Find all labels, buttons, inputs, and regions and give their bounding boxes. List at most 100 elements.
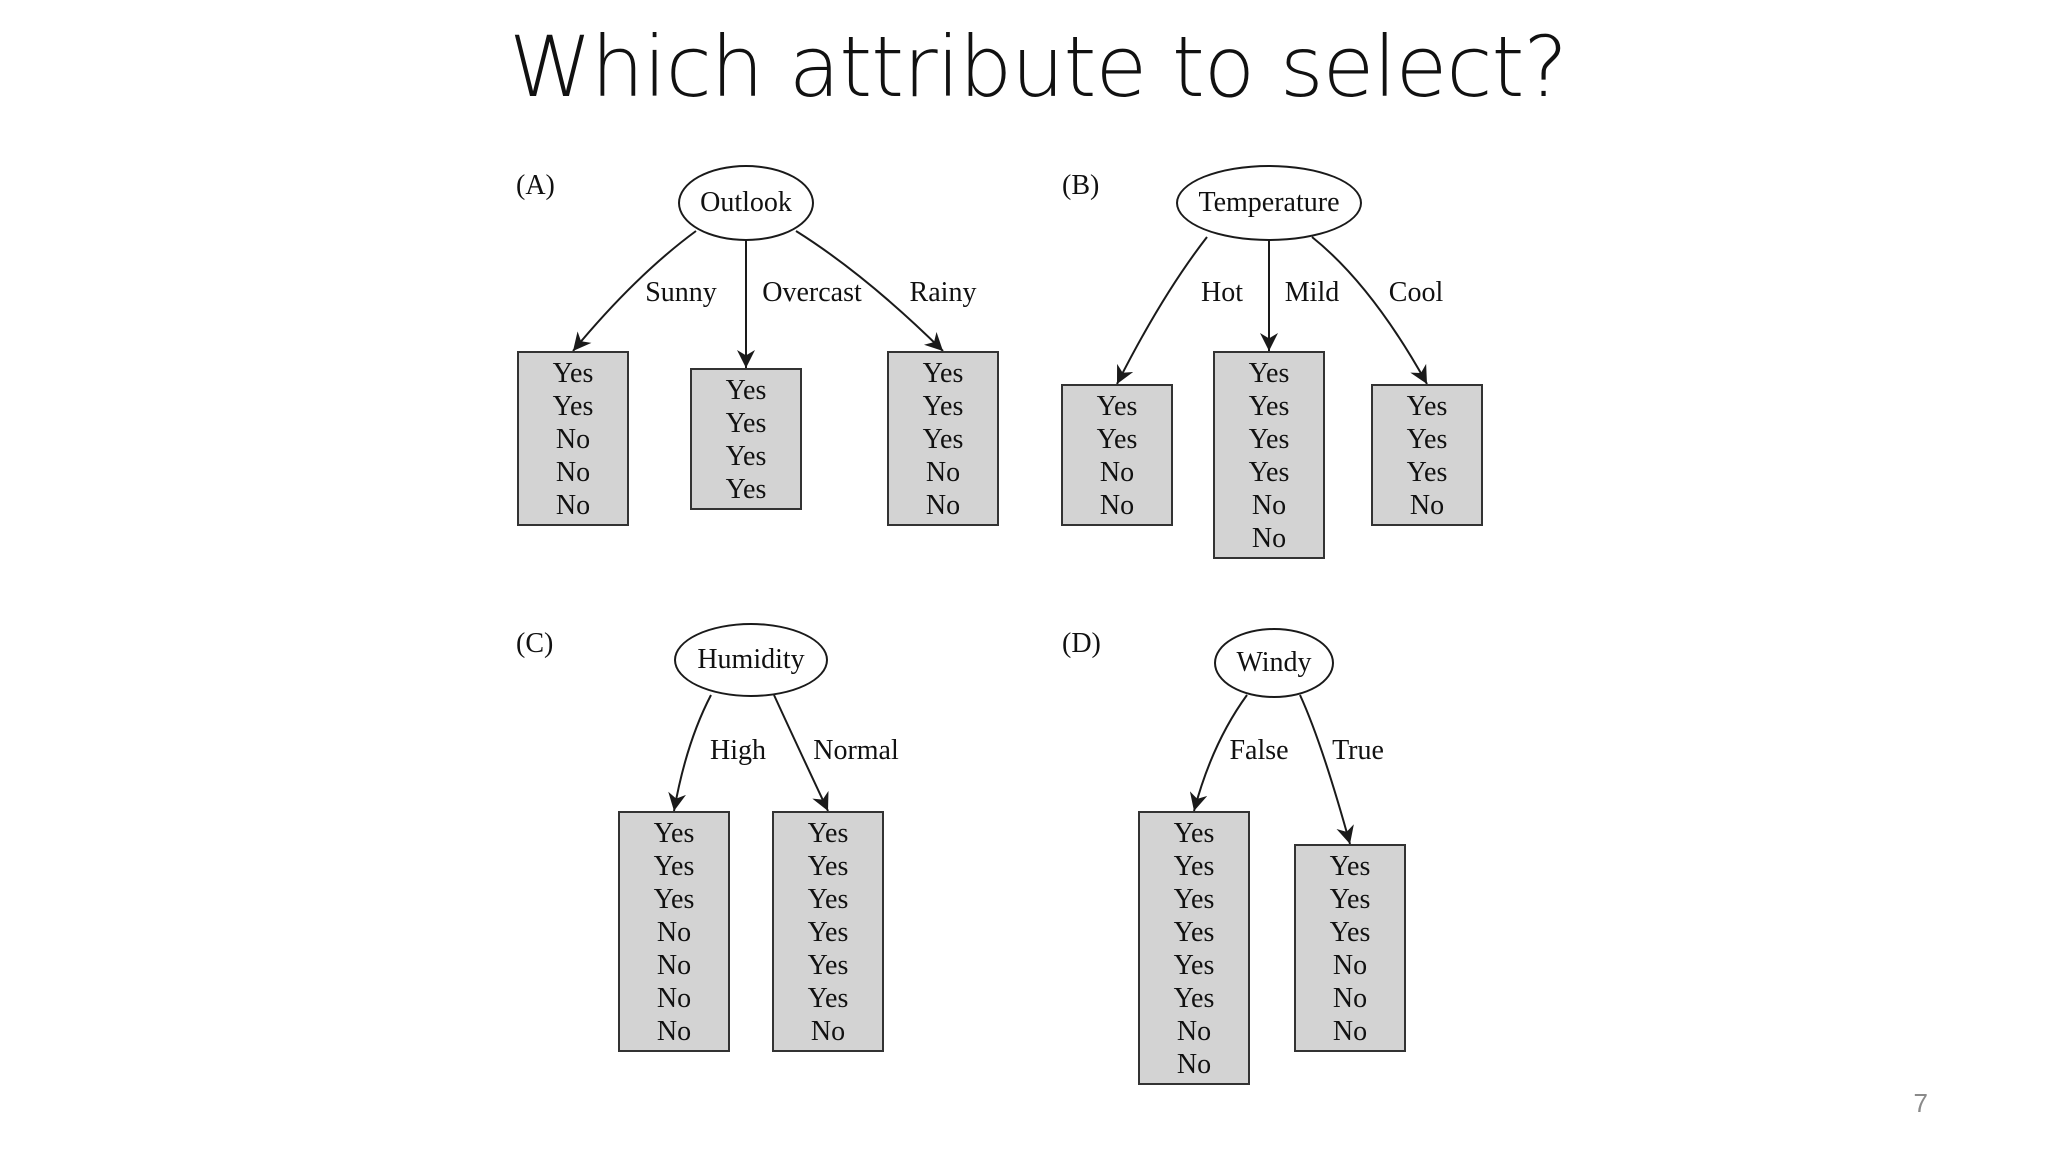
branch-label: Overcast xyxy=(762,277,862,308)
attribute-node: Temperature xyxy=(1176,165,1362,241)
leaf-entry: No xyxy=(1176,1016,1212,1047)
branch-label: Cool xyxy=(1388,277,1444,308)
leaf-entry: Yes xyxy=(653,884,695,915)
leaf-entry: Yes xyxy=(653,851,695,882)
leaf-entry: Yes xyxy=(807,818,849,849)
leaf-entry: Yes xyxy=(1406,424,1448,455)
leaf-entry: Yes xyxy=(922,358,964,389)
panel-label: (B) xyxy=(1062,170,1100,201)
branch-arrow xyxy=(1299,694,1354,845)
leaf-entry: No xyxy=(1332,1016,1368,1047)
leaf-entry: Yes xyxy=(1173,818,1215,849)
leaf-entry: Yes xyxy=(653,818,695,849)
leaf-entry: Yes xyxy=(1173,950,1215,981)
leaf-entry: Yes xyxy=(807,851,849,882)
page-number: 7 xyxy=(1913,1088,1928,1118)
branch-label: Normal xyxy=(813,735,899,766)
leaf-entry: No xyxy=(656,950,692,981)
leaf-entry: Yes xyxy=(725,441,767,472)
panel-label: (A) xyxy=(516,170,555,201)
leaf-entry: Yes xyxy=(1248,457,1290,488)
leaf-entry: Yes xyxy=(725,375,767,406)
attribute-node: Outlook xyxy=(678,165,814,241)
leaf-entry: No xyxy=(1099,457,1135,488)
branch-arrow xyxy=(773,694,829,812)
leaf-entry: Yes xyxy=(807,884,849,915)
leaf-entry: Yes xyxy=(552,391,594,422)
leaf-entry: Yes xyxy=(552,358,594,389)
leaf-entry: No xyxy=(656,917,692,948)
leaf-entry: No xyxy=(1099,490,1135,521)
leaf-entry: Yes xyxy=(1248,358,1290,389)
leaf-entry: Yes xyxy=(1173,884,1215,915)
leaf-entry: No xyxy=(1251,490,1287,521)
tree-edges xyxy=(668,694,829,812)
slide-title: Which attribute to select? xyxy=(508,18,1568,116)
branch-arrow xyxy=(572,230,697,352)
attribute-node: Humidity xyxy=(674,623,828,697)
leaf-entry: Yes xyxy=(1329,917,1371,948)
leaf-entry: Yes xyxy=(1329,851,1371,882)
leaf-entry: Yes xyxy=(1096,391,1138,422)
leaf-entry: Yes xyxy=(1173,851,1215,882)
branch-label: False xyxy=(1229,735,1289,766)
tree-edges xyxy=(1189,694,1354,845)
leaf-entry: Yes xyxy=(807,950,849,981)
leaf-entry: Yes xyxy=(807,917,849,948)
leaf-entry: No xyxy=(1176,1049,1212,1080)
leaf-entry: Yes xyxy=(1329,884,1371,915)
leaf-entry: Yes xyxy=(1096,424,1138,455)
leaf-entry: No xyxy=(555,424,591,455)
leaf-entry: No xyxy=(555,490,591,521)
attribute-node: Windy xyxy=(1214,628,1334,698)
branch-arrow xyxy=(668,694,712,812)
leaf-entry: Yes xyxy=(1406,391,1448,422)
leaf-entry: Yes xyxy=(1248,424,1290,455)
leaf-entry: Yes xyxy=(725,408,767,439)
leaf-entry: No xyxy=(656,1016,692,1047)
leaf-entry: No xyxy=(1251,523,1287,554)
branch-arrow xyxy=(1311,236,1428,385)
leaf-entry: Yes xyxy=(922,424,964,455)
leaf-entry: No xyxy=(1332,983,1368,1014)
leaf-entry: Yes xyxy=(1406,457,1448,488)
panel-label: (D) xyxy=(1062,628,1101,659)
branch-label: High xyxy=(710,735,766,766)
branch-arrow xyxy=(795,230,944,352)
leaf-entry: Yes xyxy=(1248,391,1290,422)
branch-label: True xyxy=(1332,735,1384,766)
branch-label: Rainy xyxy=(909,277,977,308)
tree-edges xyxy=(572,230,944,368)
branch-label: Sunny xyxy=(645,277,717,308)
leaf-entry: No xyxy=(1409,490,1445,521)
branch-arrow xyxy=(1116,236,1208,385)
leaf-entry: No xyxy=(925,457,961,488)
leaf-entry: No xyxy=(656,983,692,1014)
leaf-entry: Yes xyxy=(725,474,767,505)
branch-arrow xyxy=(1189,694,1248,812)
leaf-entry: No xyxy=(925,490,961,521)
branch-label: Hot xyxy=(1201,277,1243,308)
leaf-entry: No xyxy=(1332,950,1368,981)
leaf-entry: Yes xyxy=(1173,917,1215,948)
leaf-entry: Yes xyxy=(922,391,964,422)
leaf-entry: No xyxy=(810,1016,846,1047)
panel-label: (C) xyxy=(516,628,554,659)
tree-edges xyxy=(1116,236,1428,385)
leaf-entry: No xyxy=(555,457,591,488)
leaf-entry: Yes xyxy=(1173,983,1215,1014)
leaf-entry: Yes xyxy=(807,983,849,1014)
